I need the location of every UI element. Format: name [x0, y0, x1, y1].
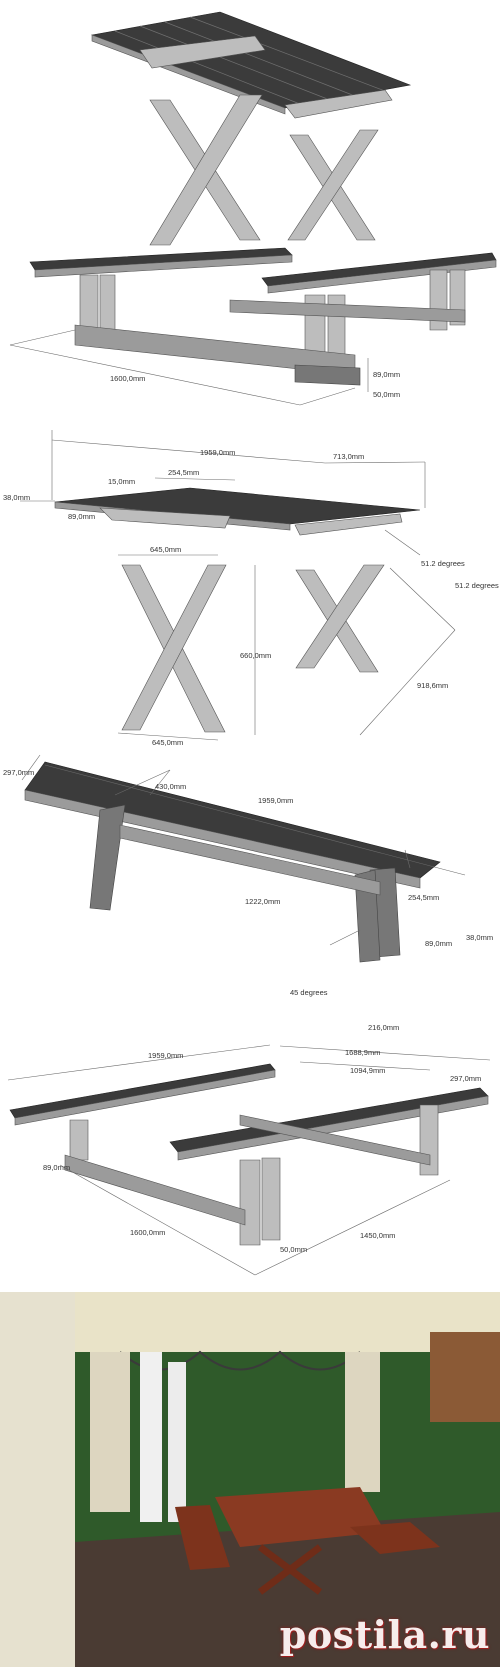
dim-overhang: 713,0mm [333, 452, 364, 461]
dimension-lines-2: 1959,0mm 713,0mm 15,0mm 254,5mm 38,0mm 8… [3, 430, 499, 747]
dim-leg-height: 660,0mm [240, 651, 271, 660]
dim-total-width: 1688,9mm [345, 1048, 380, 1057]
dim-spacing: 254,5mm [408, 893, 439, 902]
x-leg-small [287, 129, 379, 241]
dim-bench-leg: 918,6mm [417, 681, 448, 690]
dim-gap: 15,0mm [108, 477, 135, 486]
dim-base-length: 1600,0mm [130, 1228, 165, 1237]
gazebo-canopy [0, 1292, 500, 1352]
bench-right [350, 1522, 440, 1554]
dimension-lines-4: 1959,0mm 1688,9mm 1094,9mm 297,0mm 89,0m… [7, 1044, 491, 1276]
dim-height: 430,0mm [155, 782, 186, 791]
watermark: postila.ru [279, 1612, 490, 1657]
dim-bench-width: 297,0mm [450, 1074, 481, 1083]
gazebo-photo: postila.ru [0, 1292, 500, 1667]
dim-length: 1959,0mm [258, 796, 293, 805]
dim-thickness: 38,0mm [3, 493, 30, 502]
tabletop-side [54, 487, 421, 536]
x-leg-large [149, 94, 263, 246]
dim-overall: 1959,0mm [200, 448, 235, 457]
dim-leg-width-bottom: 645,0mm [152, 738, 183, 747]
dim-angle-1: 51.2 degrees [421, 559, 465, 568]
dim-thickness: 38,0mm [466, 933, 493, 942]
x-leg-table [121, 564, 227, 733]
dim-foot: 50,0mm [280, 1245, 307, 1254]
dimension-lines: 1600,0mm 89,0mm 50,0mm [9, 329, 400, 406]
dim-angle: 45 degrees [290, 988, 328, 997]
bench-left [175, 1505, 230, 1570]
dim-beam: 89,0mm [373, 370, 400, 379]
dim-foot: 216,0mm [368, 1023, 399, 1032]
tabletop-legs-diagram: 1959,0mm 713,0mm 15,0mm 254,5mm 38,0mm 8… [0, 420, 500, 750]
curtain-left [0, 1292, 75, 1667]
table-top [90, 11, 412, 119]
birch-tree [140, 1352, 162, 1522]
house [430, 1332, 500, 1422]
dimension-lines-3: 297,0mm 430,0mm 1959,0mm 1222,0mm 254,5m… [3, 754, 493, 1032]
dim-spacing: 254,5mm [168, 468, 199, 477]
bench-detail-diagram: 297,0mm 430,0mm 1959,0mm 1222,0mm 254,5m… [0, 750, 500, 1040]
dim-inner-width: 1094,9mm [350, 1066, 385, 1075]
dim-foot: 50,0mm [373, 390, 400, 399]
dim-plank: 89,0mm [425, 939, 452, 948]
dim-angle-2: 51.2 degrees [455, 581, 499, 590]
assembly-body [9, 1063, 489, 1246]
assembly-diagram: 1959,0mm 1688,9mm 1094,9mm 297,0mm 89,0m… [0, 1040, 500, 1292]
bench-assembly [29, 247, 497, 386]
dim-leg-width-top: 645,0mm [150, 545, 181, 554]
dim-length: 1600,0mm [110, 374, 145, 383]
exploded-view-diagram: 1600,0mm 89,0mm 50,0mm [0, 0, 500, 420]
x-leg-bench [295, 564, 385, 673]
picnic-table-top [215, 1487, 385, 1547]
curtain-right [345, 1352, 380, 1492]
dim-plank: 89,0mm [68, 512, 95, 521]
bench-body [24, 761, 441, 963]
dim-base-width: 1450,0mm [360, 1231, 395, 1240]
dim-beam: 89,0mm [43, 1163, 70, 1172]
dim-table-length: 1959,0mm [148, 1051, 183, 1060]
dim-width: 297,0mm [3, 768, 34, 777]
dim-inner: 1222,0mm [245, 897, 280, 906]
